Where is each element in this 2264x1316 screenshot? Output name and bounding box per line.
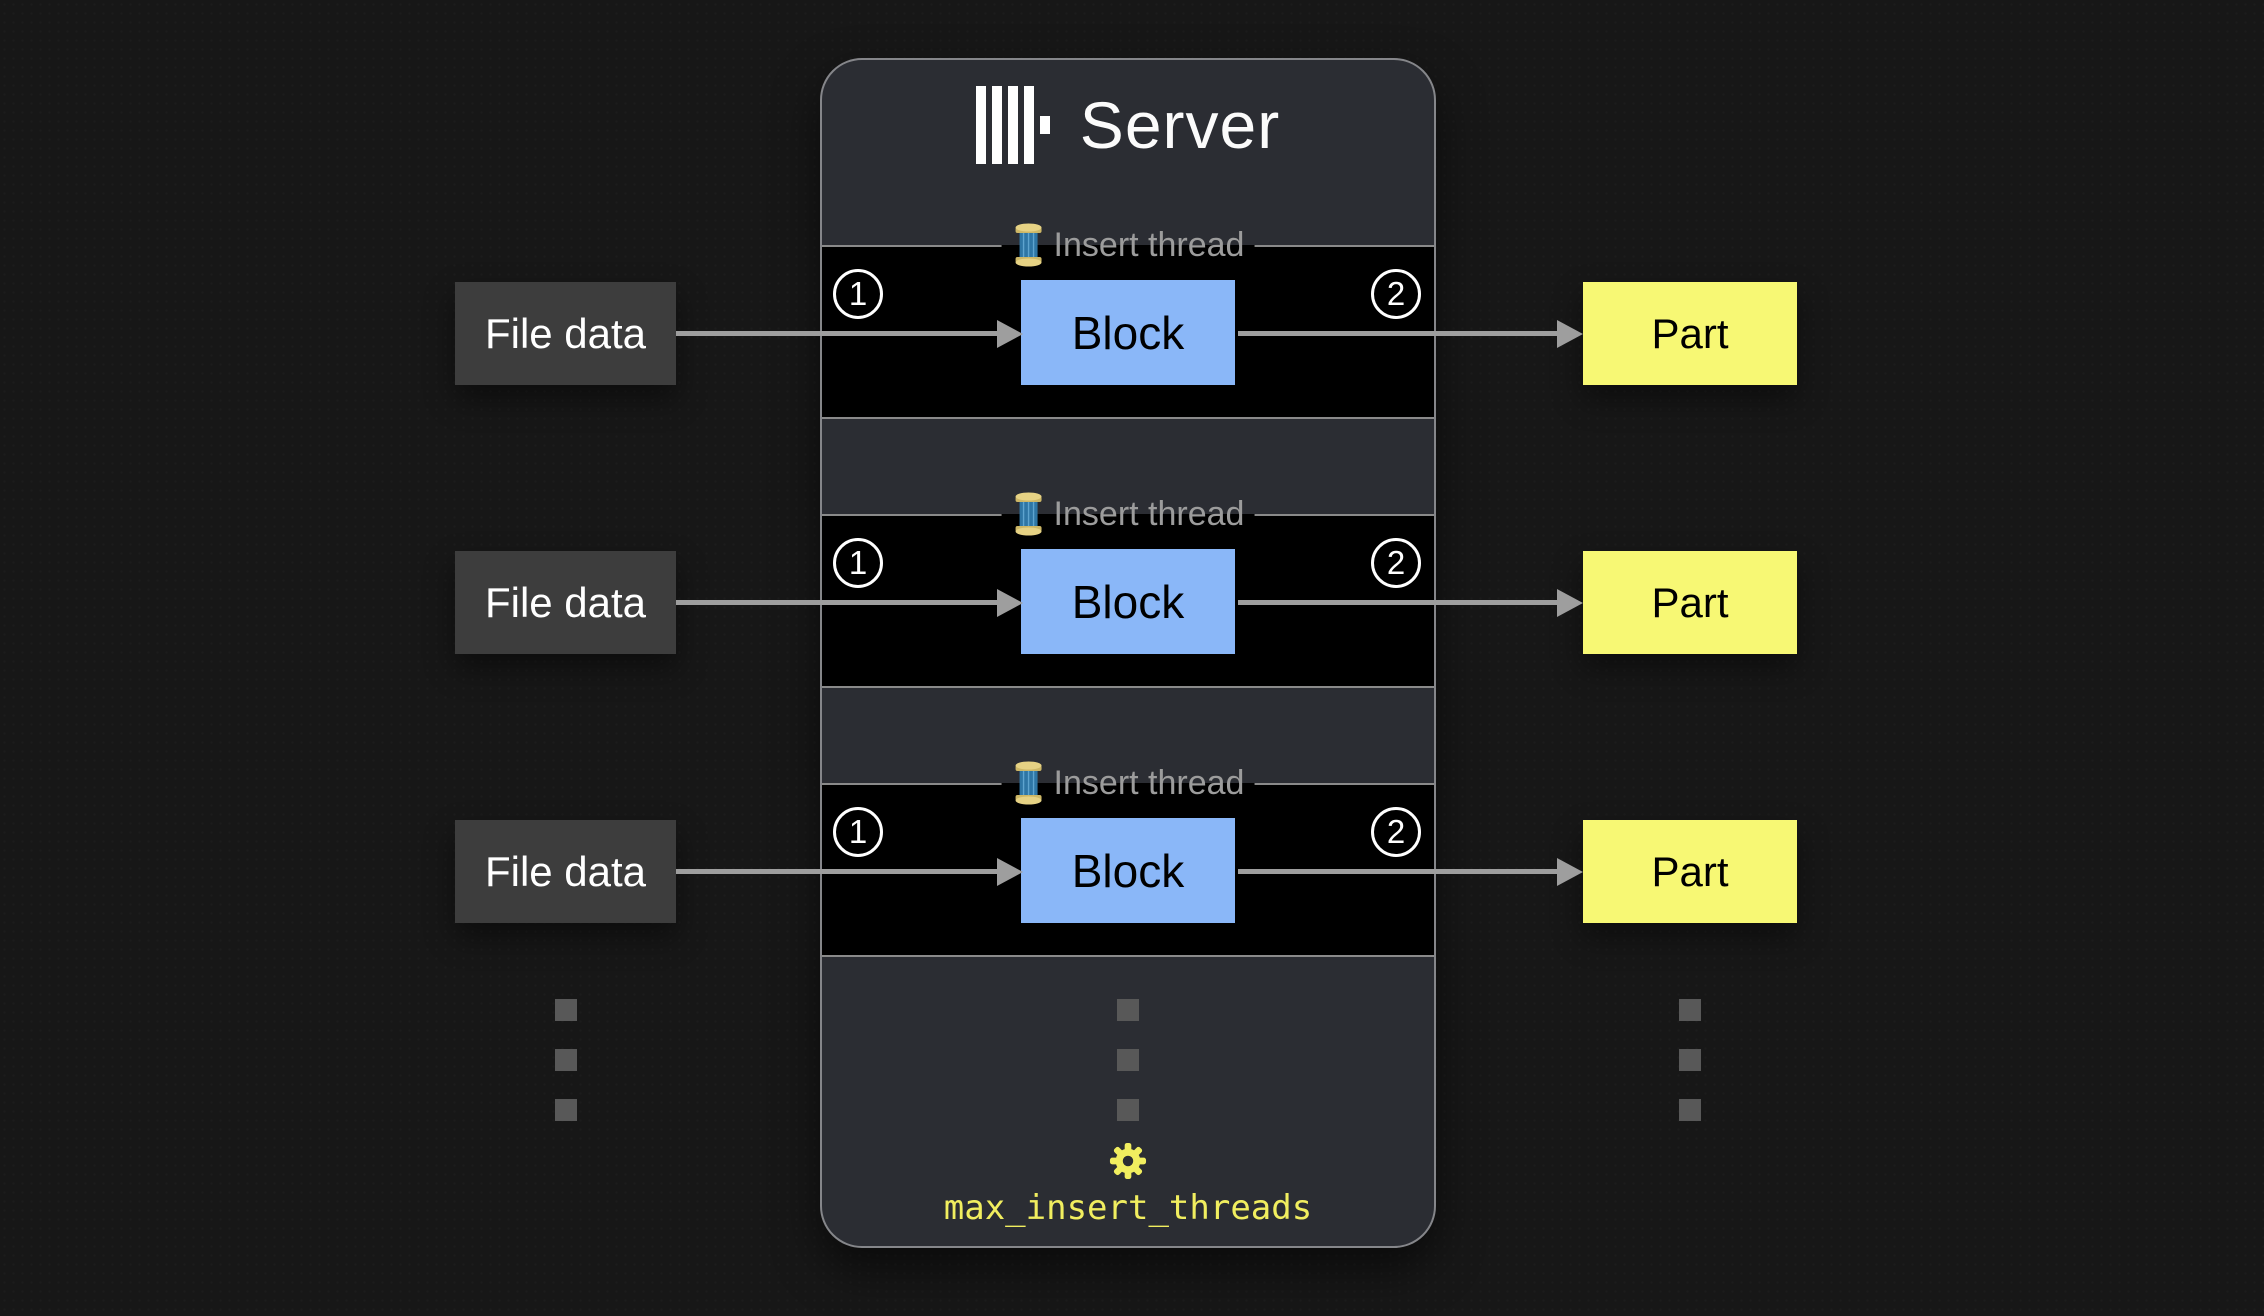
insert-thread-legend: Insert thread [1001,490,1255,538]
thread-spool-icon [1015,223,1042,267]
ellipsis-threads [1117,999,1139,1121]
part-label: Part [1651,847,1729,895]
insert-thread-label: Insert thread [1053,494,1245,533]
arrow-file-to-block [676,331,1000,336]
ellipsis-dot [1679,999,1701,1021]
file-data-box: File data [455,282,676,385]
ellipsis-dot [555,999,577,1021]
arrowhead-file-to-block [997,858,1023,886]
part-box: Part [1583,820,1797,923]
step-2-number: 2 [1386,275,1406,312]
server-title: Server [822,60,1434,190]
block-box: Block [1021,549,1235,654]
step-1-number: 1 [848,544,868,581]
block-label: Block [1071,575,1185,628]
ellipsis-dot [555,1049,577,1071]
step-1-badge: 1 [833,807,883,857]
step-2-number: 2 [1386,544,1406,581]
part-box: Part [1583,551,1797,654]
block-label: Block [1071,306,1185,359]
arrow-block-to-part [1238,869,1560,874]
ellipsis-outputs [1679,999,1701,1121]
gear-icon [1109,1142,1147,1180]
arrowhead-block-to-part [1557,858,1583,886]
ellipsis-dot [1117,1049,1139,1071]
arrow-block-to-part [1238,331,1560,336]
arrowhead-file-to-block [997,589,1023,617]
server-container: Server Insert thread 1 Block [820,58,1436,1248]
ellipsis-inputs [555,999,577,1121]
part-box: Part [1583,282,1797,385]
part-label: Part [1651,578,1729,626]
part-label: Part [1651,309,1729,357]
arrowhead-file-to-block [997,320,1023,348]
thread-spool-icon [1015,492,1042,536]
step-1-badge: 1 [833,538,883,588]
insert-thread-legend: Insert thread [1001,221,1255,269]
arrow-file-to-block [676,869,1000,874]
insert-thread-label: Insert thread [1053,225,1245,264]
block-box: Block [1021,818,1235,923]
step-1-number: 1 [848,813,868,850]
arrow-file-to-block [676,600,1000,605]
step-2-number: 2 [1386,813,1406,850]
file-data-label: File data [484,578,647,626]
file-data-box: File data [455,551,676,654]
arrowhead-block-to-part [1557,320,1583,348]
step-1-number: 1 [848,275,868,312]
ellipsis-dot [1679,1099,1701,1121]
file-data-label: File data [484,847,647,895]
step-1-badge: 1 [833,269,883,319]
arrow-block-to-part [1238,600,1560,605]
step-2-badge: 2 [1371,807,1421,857]
ellipsis-dot [555,1099,577,1121]
insert-thread-section: Insert thread 1 Block 2 [822,221,1434,419]
block-label: Block [1071,844,1185,897]
insert-thread-legend: Insert thread [1001,759,1255,807]
step-2-badge: 2 [1371,269,1421,319]
ellipsis-dot [1117,1099,1139,1121]
file-data-label: File data [484,309,647,357]
ellipsis-dot [1117,999,1139,1021]
clickhouse-logo-icon [975,86,1050,164]
server-title-label: Server [1079,88,1281,162]
thread-spool-icon [1015,761,1042,805]
step-2-badge: 2 [1371,538,1421,588]
block-box: Block [1021,280,1235,385]
file-data-box: File data [455,820,676,923]
insert-thread-label: Insert thread [1053,763,1245,802]
arrowhead-block-to-part [1557,589,1583,617]
ellipsis-dot [1679,1049,1701,1071]
max-insert-threads-setting: max_insert_threads [943,1188,1313,1228]
